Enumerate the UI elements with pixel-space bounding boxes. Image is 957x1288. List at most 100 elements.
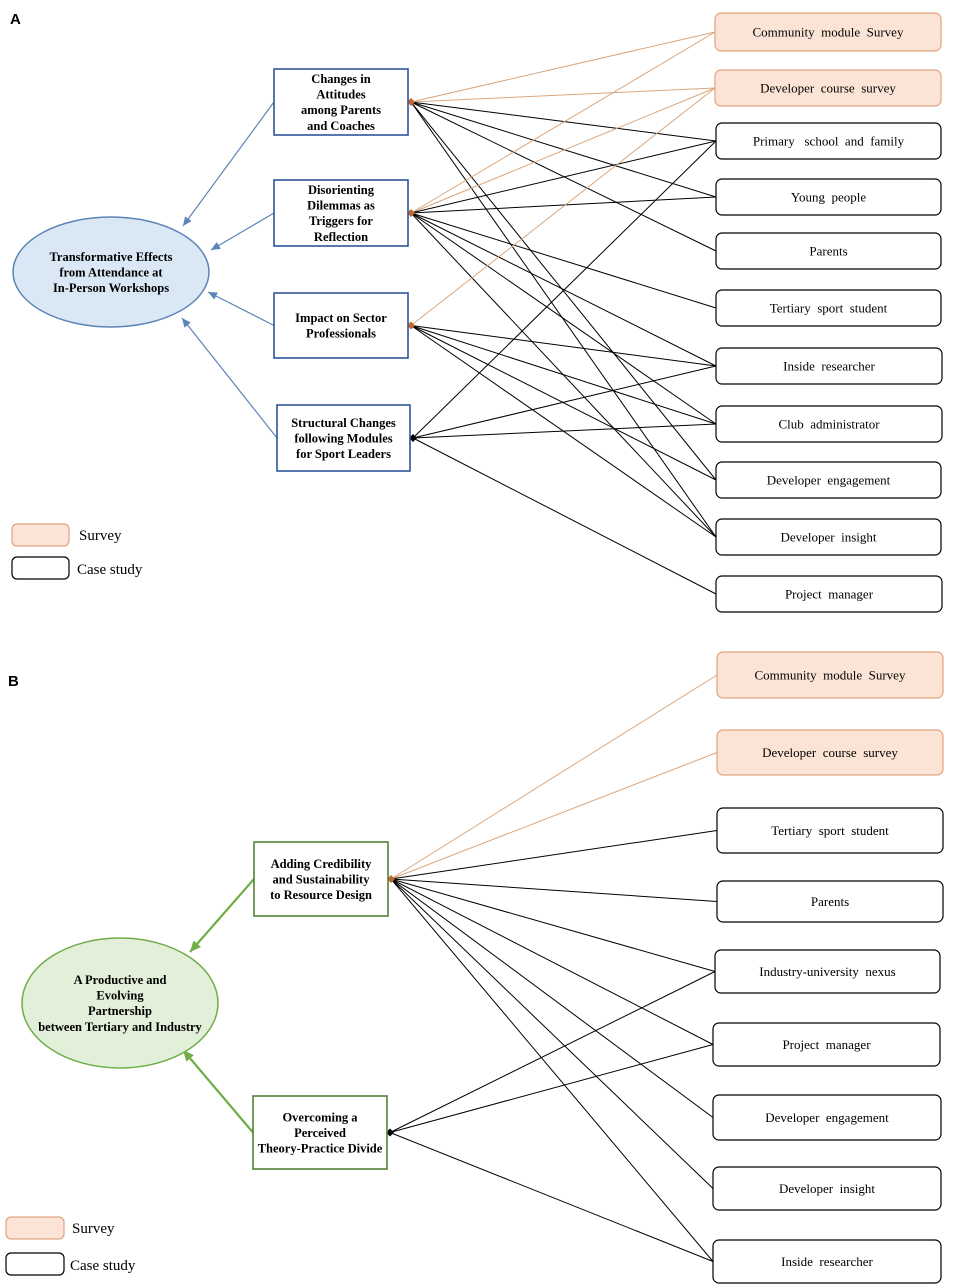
source-label: Young people bbox=[791, 190, 866, 205]
arrow-t2-to-core bbox=[210, 212, 275, 251]
source-box-r9: Inside researcher bbox=[712, 1239, 942, 1284]
link-t1-s2 bbox=[410, 87, 716, 103]
link-t2-s4 bbox=[410, 196, 717, 214]
source-label: Tertiary sport student bbox=[770, 301, 888, 316]
link-junction-marker bbox=[387, 875, 395, 883]
source-box-r5: Industry-university nexus bbox=[714, 949, 941, 994]
link-junction-marker bbox=[407, 209, 415, 217]
link-t2-s2 bbox=[410, 87, 716, 214]
connector-lines bbox=[386, 31, 718, 1262]
arrow-t3-to-core bbox=[207, 291, 275, 327]
link-t2-s3 bbox=[410, 140, 717, 214]
legend-case-swatch bbox=[5, 1252, 65, 1276]
source-label: Inside researcher bbox=[781, 1254, 873, 1269]
source-box-s3: Primary school and family bbox=[715, 122, 942, 160]
link-t2-s1 bbox=[410, 31, 716, 214]
link-t1-s3 bbox=[410, 101, 717, 142]
source-label: Developer insight bbox=[779, 1181, 875, 1196]
legend-case-study-label: Case study bbox=[70, 1258, 136, 1274]
legend-survey-swatch bbox=[5, 1216, 65, 1240]
link-b2-r5 bbox=[389, 971, 716, 1133]
arrow-b2-to-core bbox=[182, 1049, 254, 1134]
source-label: Club administrator bbox=[778, 417, 880, 432]
source-box-s5: Parents bbox=[715, 232, 942, 270]
source-box-s4: Young people bbox=[715, 178, 942, 216]
link-t2-s7 bbox=[410, 212, 717, 367]
link-t4-s11 bbox=[412, 437, 717, 595]
link-t4-s8 bbox=[412, 423, 717, 439]
link-junction-marker bbox=[407, 321, 415, 330]
source-label: Developer engagement bbox=[767, 473, 891, 488]
source-box-s1: Community module Survey bbox=[714, 12, 942, 52]
link-b1-r9 bbox=[390, 878, 714, 1262]
source-label: Developer engagement bbox=[765, 1110, 889, 1125]
link-t1-s4 bbox=[410, 101, 717, 198]
source-box-s8: Club administrator bbox=[715, 405, 943, 443]
source-box-r4: Parents bbox=[716, 880, 944, 923]
source-box-s11: Project manager bbox=[715, 575, 943, 613]
link-t2-s6 bbox=[410, 212, 717, 309]
arrow-t1-to-core bbox=[182, 101, 275, 227]
link-b1-r3 bbox=[390, 830, 718, 880]
source-label: Developer course survey bbox=[762, 745, 898, 760]
link-t1-s10 bbox=[410, 101, 717, 538]
source-box-s10: Developer insight bbox=[715, 518, 942, 556]
link-junction-marker bbox=[386, 1128, 394, 1137]
link-b1-r8 bbox=[390, 878, 714, 1189]
source-label: Project manager bbox=[782, 1037, 871, 1052]
arrow-b1-to-core bbox=[189, 878, 255, 953]
link-t3-s7 bbox=[410, 325, 717, 367]
link-b1-r2 bbox=[390, 752, 718, 880]
source-box-s2: Developer course survey bbox=[714, 69, 942, 107]
link-b1-r5 bbox=[390, 878, 716, 972]
source-box-r8: Developer insight bbox=[712, 1166, 942, 1211]
link-b1-r4 bbox=[390, 878, 718, 902]
source-label: Developer course survey bbox=[760, 81, 896, 96]
source-label: Parents bbox=[809, 244, 847, 259]
panel-letter: A bbox=[10, 11, 21, 28]
source-box-s6: Tertiary sport student bbox=[715, 289, 942, 327]
source-label: Community module Survey bbox=[755, 668, 906, 683]
source-box-r3: Tertiary sport student bbox=[716, 807, 944, 854]
link-t4-s3 bbox=[412, 140, 717, 439]
link-b1-r7 bbox=[390, 878, 714, 1118]
link-b1-r1 bbox=[390, 674, 718, 880]
link-b2-r9 bbox=[389, 1132, 714, 1262]
link-b1-r6 bbox=[390, 878, 714, 1045]
source-label: Parents bbox=[811, 894, 849, 909]
source-label: Primary school and family bbox=[753, 134, 905, 149]
legend-case-swatch bbox=[11, 556, 70, 580]
source-box-r2: Developer course survey bbox=[716, 729, 944, 776]
source-label: Project manager bbox=[785, 587, 874, 602]
source-label: Inside researcher bbox=[783, 359, 875, 374]
legend-case-study-label: Case study bbox=[77, 562, 143, 578]
link-t1-s1 bbox=[410, 31, 716, 103]
source-box-r1: Community module Survey bbox=[716, 651, 944, 699]
source-box-r7: Developer engagement bbox=[712, 1094, 942, 1141]
legend-survey-label: Survey bbox=[72, 1221, 115, 1237]
source-box-r6: Project manager bbox=[712, 1022, 941, 1067]
link-junction-marker bbox=[407, 98, 415, 106]
link-t3-s8 bbox=[410, 325, 717, 425]
